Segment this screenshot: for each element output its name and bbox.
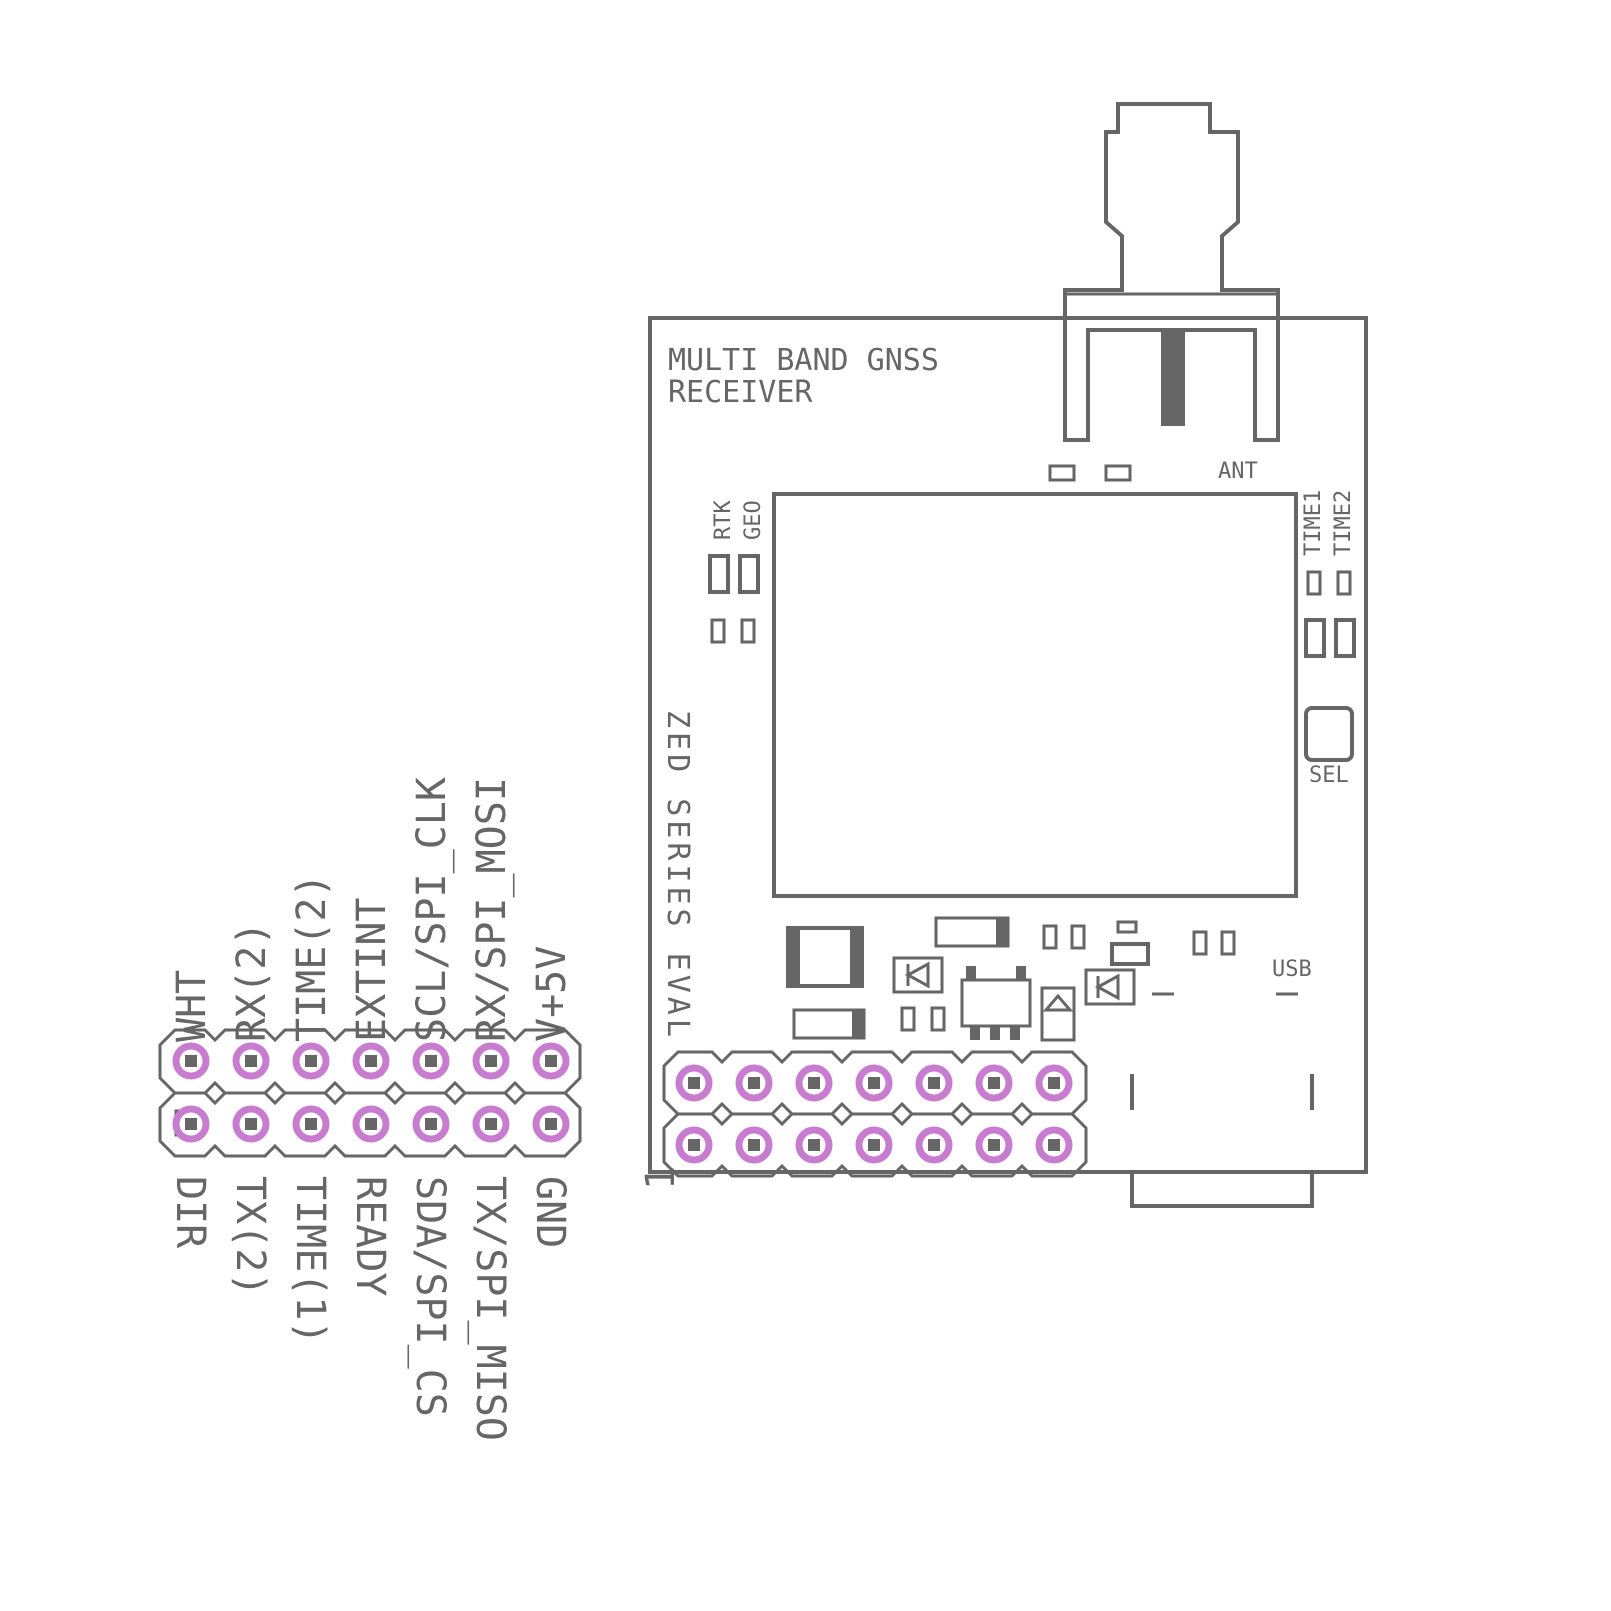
led-geo xyxy=(738,554,760,594)
smd-pad xyxy=(1048,464,1076,482)
pinout-pad-bottom-hole xyxy=(545,1118,557,1130)
regulator-pin xyxy=(970,1026,980,1040)
resistor-rtk xyxy=(710,618,726,644)
pin-label-bottom: GND xyxy=(527,1176,573,1248)
resistor-time2 xyxy=(1336,570,1352,596)
smd-pad xyxy=(1104,464,1132,482)
led-time1 xyxy=(1304,618,1326,658)
antenna-connector xyxy=(1063,102,1280,442)
pin-label-bottom: READY xyxy=(347,1176,393,1296)
pin-label-bottom: TX/SPI_MISO xyxy=(467,1176,513,1441)
pinout-pad-top-hole xyxy=(545,1055,557,1067)
diode-2-symbol xyxy=(1094,973,1120,1001)
diode-1 xyxy=(892,956,944,994)
inductor-mark-right xyxy=(850,928,862,986)
pin-label-top: EXTINT xyxy=(349,898,395,1043)
led-label-time1: TIME1 xyxy=(1301,490,1326,556)
diode-3-symbol xyxy=(1042,993,1074,1012)
diode-1-symbol xyxy=(904,961,930,989)
antenna-label: ANT xyxy=(1218,459,1258,484)
led-label-geo: GEO xyxy=(741,500,766,540)
pinout-pad-top-hole xyxy=(185,1055,197,1067)
gnss-board: MULTI BAND GNSS RECEIVER ZED SERIES EVAL… xyxy=(638,102,1368,1208)
board-header-pad-top-hole xyxy=(928,1077,940,1089)
resistor xyxy=(1220,930,1236,956)
board-side-text: ZED SERIES EVAL xyxy=(660,710,695,1041)
board-header-pad-bottom-hole xyxy=(808,1139,820,1151)
board-header-pad-bottom-hole xyxy=(928,1139,940,1151)
voltage-regulator xyxy=(960,978,1032,1028)
pin-label-bottom: DIR xyxy=(167,1176,213,1249)
diode-3 xyxy=(1040,986,1076,1042)
regulator-pin xyxy=(990,1026,1000,1040)
diode-2 xyxy=(1084,968,1136,1006)
pinout-header: WHT RX(2) TIME(2) EXTINT SCL/SPI_CLK RX/SPI_M… xyxy=(158,777,582,1441)
pinout-pad-bottom-hole xyxy=(425,1118,437,1130)
pinout-pad-top-hole xyxy=(245,1055,257,1067)
resistor-time1 xyxy=(1306,570,1322,596)
regulator-pin xyxy=(1010,1026,1020,1040)
board-header-pad-bottom-hole xyxy=(1048,1139,1060,1151)
smd-pad xyxy=(1116,920,1138,934)
gnss-module xyxy=(772,492,1298,898)
board-header-pad-bottom-hole xyxy=(868,1139,880,1151)
board-title-line2: RECEIVER xyxy=(668,375,813,410)
resistor xyxy=(930,1006,946,1032)
regulator-tab xyxy=(966,966,976,980)
led-rtk xyxy=(708,554,730,594)
antenna-center-pin xyxy=(1161,330,1185,426)
board-header-pad-bottom-hole xyxy=(688,1139,700,1151)
pinout-pad-top-hole xyxy=(305,1055,317,1067)
usb-connector xyxy=(1130,1172,1314,1208)
board-header-pad-bottom-hole xyxy=(748,1139,760,1151)
resistor xyxy=(1070,924,1086,950)
led-power xyxy=(1110,942,1150,966)
board-outline xyxy=(648,316,1368,1174)
pin-label-top: WHT xyxy=(169,970,215,1042)
resistor xyxy=(900,1006,916,1032)
pinout-pad-bottom-hole xyxy=(365,1118,377,1130)
pinout-pad-bottom-hole xyxy=(305,1118,317,1130)
pin-label-top: RX/SPI_MOSI xyxy=(469,777,515,1042)
board-title-line1: MULTI BAND GNSS xyxy=(668,343,939,378)
capacitor-2-mark xyxy=(996,918,1008,946)
capacitor-mark xyxy=(852,1010,864,1038)
pinout-pad-bottom-hole xyxy=(245,1118,257,1130)
regulator-tab xyxy=(1016,966,1026,980)
pin-label-bottom: TIME(1) xyxy=(287,1176,333,1345)
pin-label-top: RX(2) xyxy=(229,922,275,1042)
board-header-pad-top-hole xyxy=(988,1077,1000,1089)
resistor xyxy=(1192,930,1208,956)
board-header-pad-top-hole xyxy=(868,1077,880,1089)
pin-label-top: SCL/SPI_CLK xyxy=(409,777,455,1042)
board-header-pad-top-hole xyxy=(748,1077,760,1089)
led-label-rtk: RTK xyxy=(711,500,736,540)
resistor-geo xyxy=(740,618,756,644)
board-header-pad-top-hole xyxy=(808,1077,820,1089)
board-header-outline-bottom xyxy=(662,1112,1088,1178)
led-time2 xyxy=(1334,618,1356,658)
pin-label-bottom: TX(2) xyxy=(227,1176,273,1296)
pinout-pad-top-hole xyxy=(365,1055,377,1067)
pinout-header-outline-bottom xyxy=(158,1091,582,1158)
header-pin1-label: 1 xyxy=(638,1166,684,1190)
pinout-pad-bottom-hole xyxy=(485,1118,497,1130)
board-header-pad-top-hole xyxy=(688,1077,700,1089)
led-label-time2: TIME2 xyxy=(1331,490,1356,556)
pin-label-top: TIME(2) xyxy=(289,873,335,1042)
select-button xyxy=(1304,706,1354,762)
pin-label-top: V+5V xyxy=(529,946,575,1042)
board-header-pad-top-hole xyxy=(1048,1077,1060,1089)
board-header-pad-bottom-hole xyxy=(988,1139,1000,1151)
inductor-mark-left xyxy=(788,928,800,986)
pinout-pad-bottom-hole xyxy=(185,1118,197,1130)
pinout-pad-top-hole xyxy=(485,1055,497,1067)
pinout-pad-top-hole xyxy=(425,1055,437,1067)
select-button-label: SEL xyxy=(1309,763,1349,788)
resistor xyxy=(1042,924,1058,950)
pin-label-bottom: SDA/SPI_CS xyxy=(407,1176,453,1417)
usb-label: USB xyxy=(1272,957,1312,982)
